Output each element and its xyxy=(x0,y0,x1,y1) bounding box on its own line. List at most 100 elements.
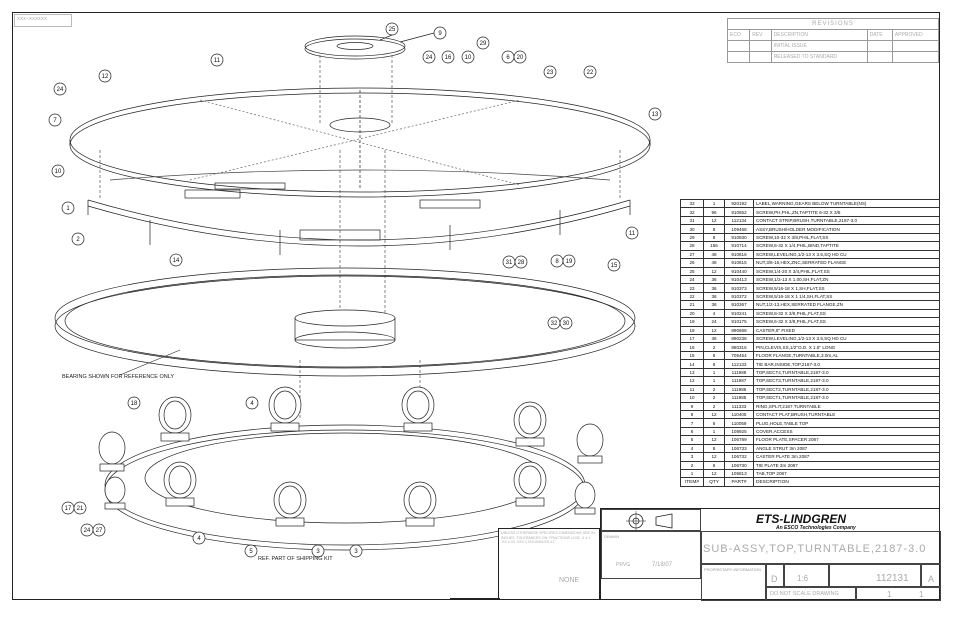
callout-number: 4 xyxy=(197,536,201,542)
callout-number: 11 xyxy=(629,231,636,237)
bom-part: 910241 xyxy=(724,308,754,319)
callout-number: 10 xyxy=(465,55,472,61)
bom-description: SCREW,8-32 X 3/8,PHIL,FLAT,SS xyxy=(753,308,940,319)
bom-item: 24 xyxy=(680,274,704,285)
bom-item: 14 xyxy=(680,359,704,369)
bom-description: CONTACT PLAT,BRUSH,TURNTABLE xyxy=(753,409,940,420)
bom-item: 20 xyxy=(680,308,704,319)
bom-part: 910652 xyxy=(724,207,754,217)
callout-balloon xyxy=(461,50,475,64)
bom-description: SCREW,6-32 X 1/4,PHIL,BIND,TAPTITE xyxy=(753,241,940,251)
bom-part: 106733 xyxy=(724,443,754,454)
assembly-guide-lines xyxy=(99,55,621,420)
bom-item: 2 xyxy=(680,460,704,471)
bom-qty: 12 xyxy=(703,409,725,420)
bom-qty: 12 xyxy=(703,435,725,445)
callout-balloon xyxy=(245,396,259,410)
title-block: ETS-LINDGREN An ESCO Technologies Compan… xyxy=(600,508,941,601)
size-cell: D xyxy=(766,564,784,587)
bom-part: 111986 xyxy=(724,384,754,395)
rev-value: A xyxy=(928,574,935,584)
bom-description: SCREW,LEVELING,1/2-13 X 3.5,SQ HD CU xyxy=(753,249,940,260)
bom-qty: 8 xyxy=(703,443,725,454)
bom-description: RING,SPLIT,2187 TURNTABLE xyxy=(753,401,940,411)
callout-number: 1 xyxy=(66,206,70,212)
bom-qty: 2 xyxy=(703,384,725,395)
bom-qty: 12 xyxy=(703,266,725,276)
callout-number: 4 xyxy=(250,401,254,407)
callout-balloon xyxy=(71,232,85,246)
bom-item: 19 xyxy=(680,317,704,327)
bom-qty: 1 xyxy=(703,376,725,386)
bom-part: 920192 xyxy=(724,198,754,209)
casters xyxy=(98,386,604,527)
bom-qty: 8 xyxy=(703,232,725,243)
bom-qty: 1 xyxy=(703,367,725,378)
bom-qty: 6 xyxy=(703,359,725,369)
bom-description: SCREW,1/4-20 X 3/4,PHIL,FLAT,SS xyxy=(753,266,940,276)
callout-number: 6 xyxy=(506,55,510,61)
bom-description: PIN,CLEVIS,SS,1/2"O.D. X 1.5" LONG xyxy=(753,342,940,352)
title-cell xyxy=(701,531,941,564)
bom-header-cell: DESCRIPTION xyxy=(753,477,940,487)
bom-header-cell: QTY xyxy=(703,477,725,487)
callout-balloon xyxy=(559,316,573,330)
callout-number: 32 xyxy=(551,321,558,327)
bom-qty: 1 xyxy=(703,426,725,437)
bom-description: LABEL,WARNING,GEARS BELOW TURNTABLE(NS) xyxy=(753,198,940,209)
bom-item: 28 xyxy=(680,241,704,251)
bom-item: 13 xyxy=(680,367,704,378)
callout-balloon xyxy=(127,396,141,410)
bom-part: 910616 xyxy=(724,249,754,260)
bom-part: 106789 xyxy=(724,435,754,445)
finish-value: NONE xyxy=(559,577,580,584)
drawing-number: 112131 xyxy=(876,573,909,584)
bom-qty: 2 xyxy=(703,401,725,411)
callout-number: 24 xyxy=(426,55,433,61)
bom-description: SCREW,PH,PHL,ZN,TAPTITE 6-32 X 3/8 xyxy=(753,207,940,217)
bom-description: SCREW,5/16-18 X 1,SH,FLAT,SS xyxy=(753,283,940,293)
bom-item: 16 xyxy=(680,342,704,352)
not-scale-cell: DO NOT SCALE DRAWING xyxy=(766,587,856,601)
callout-balloon xyxy=(92,523,106,537)
bom-qty: 36 xyxy=(703,333,725,344)
callout-balloon xyxy=(169,253,183,267)
callout-balloon xyxy=(607,258,621,272)
bom-item: 30 xyxy=(680,224,704,234)
bom-qty: 4 xyxy=(703,308,725,319)
bom-description: TOP,SECT4,TURNTABLE,2187-3.0 xyxy=(753,367,940,378)
bom-description: SCREW,6-32 X 3/8,PHIL,FLAT,SS xyxy=(753,317,940,327)
company-logo: ETS-LINDGREN xyxy=(756,512,846,526)
bom-qty: 2 xyxy=(703,342,725,352)
bom-description: TOP,SECT1,TURNTABLE,2187-3.0 xyxy=(753,393,940,403)
bom-part: 109468 xyxy=(724,224,754,234)
bom-qty: 6 xyxy=(703,350,725,361)
callout-number: 5 xyxy=(249,549,253,555)
bom-part: 910413 xyxy=(724,274,754,285)
callout-number: 22 xyxy=(587,70,594,76)
bom-part: 110059 xyxy=(724,418,754,428)
bom-qty: 48 xyxy=(703,258,725,268)
bom-description: CONTACT STRIP,BRUSH,TURNTABLE,2187-3.0 xyxy=(753,215,940,226)
callout-balloon xyxy=(562,254,576,268)
bom-part: 910373 xyxy=(724,283,754,293)
bom-description: SCREW,5/16-18 X 1 1/4,SH,FLAT,SS xyxy=(753,291,940,302)
projection-symbol-cell xyxy=(601,509,701,531)
under-frame xyxy=(87,169,631,255)
callout-balloon xyxy=(210,53,224,67)
bom-description: NUT,3/8-16,HEX,ZNC,SERRATED FLANGE xyxy=(753,258,940,268)
bom-part: 108925 xyxy=(724,426,754,437)
callout-balloon xyxy=(61,201,75,215)
bom-description: TOP,SECT2,TURNTABLE,2187-3.0 xyxy=(753,384,940,395)
